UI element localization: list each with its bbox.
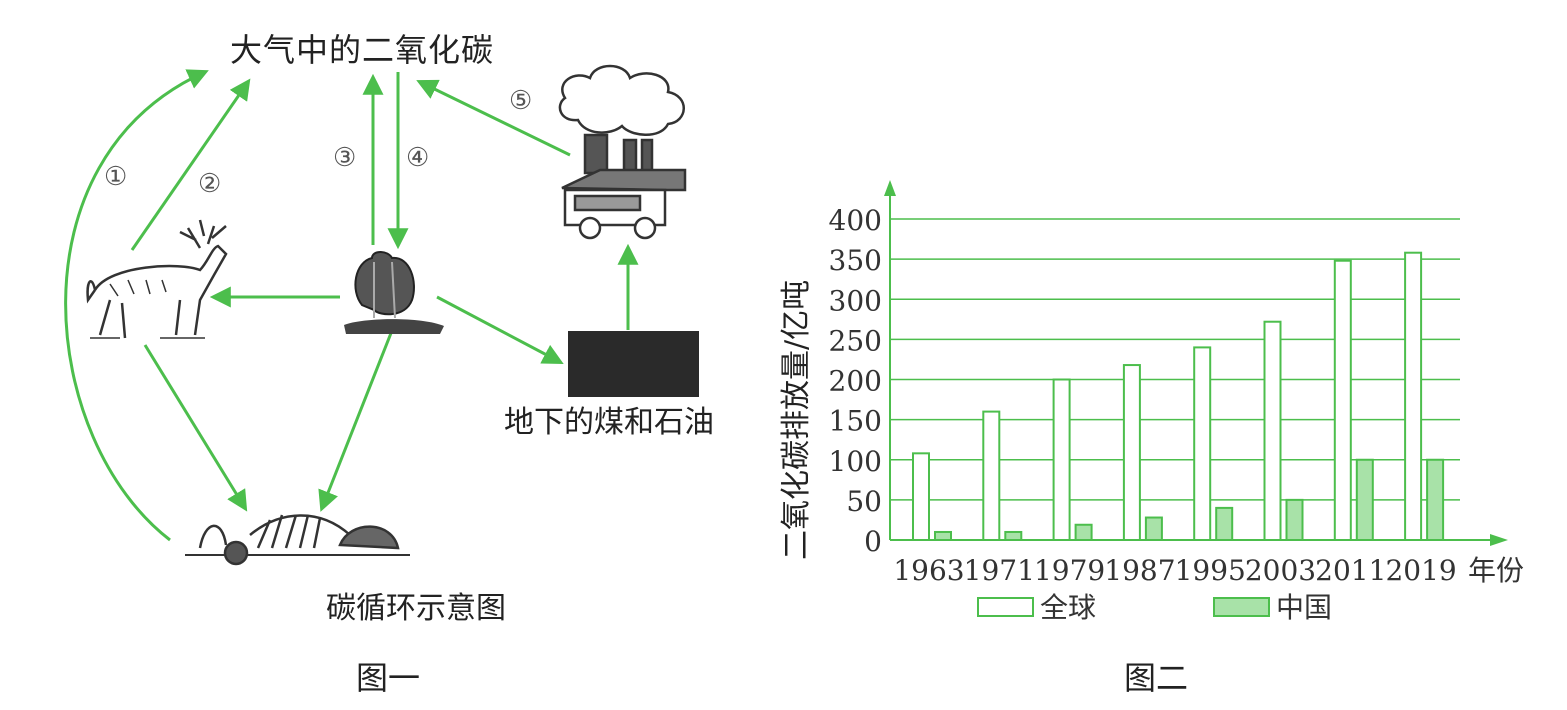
x-tick-label: 1971 <box>964 554 1035 587</box>
y-tick-label: 0 <box>864 525 882 558</box>
bar-china <box>1355 458 1374 541</box>
remains-icon <box>185 514 410 566</box>
bar-china <box>1004 530 1023 541</box>
y-tick-label: 100 <box>829 445 882 478</box>
carbon-cycle-diagram <box>64 64 699 566</box>
y-tick-label: 150 <box>829 405 882 438</box>
y-tick-label: 350 <box>829 244 882 277</box>
plant-icon <box>344 251 444 334</box>
x-tick-label: 1987 <box>1104 554 1175 587</box>
process-number-1: ① <box>104 162 128 192</box>
arrow-deer-to-remains <box>143 344 248 512</box>
x-tick-label: 1979 <box>1034 554 1105 587</box>
bar-global <box>1052 378 1071 541</box>
bar-global <box>982 410 1001 541</box>
y-axis-label: 二氧化碳排放量/亿吨 <box>779 279 814 560</box>
arrow-plant-to-remains <box>318 327 395 512</box>
x-tick-label: 2011 <box>1315 554 1386 587</box>
bar-global <box>912 452 930 541</box>
arrow-factory-to-atmosphere <box>416 79 571 157</box>
arrow-deer-to-atmosphere <box>130 78 251 251</box>
process-number-5: ⑤ <box>509 86 533 116</box>
bar-china <box>1215 506 1234 541</box>
arrow-plant-to-coal <box>436 295 564 364</box>
bar-global <box>1404 251 1423 542</box>
bar-global <box>1333 259 1352 541</box>
process-number-2: ② <box>198 169 222 199</box>
process-number-4: ④ <box>406 143 430 173</box>
process-number-3: ③ <box>333 143 357 173</box>
bar-global <box>1193 346 1212 541</box>
x-tick-label: 1995 <box>1175 554 1246 587</box>
coal-block-icon <box>568 331 699 397</box>
bar-global <box>1122 364 1141 541</box>
bar-global <box>1263 320 1282 541</box>
y-tick-label: 250 <box>829 324 882 357</box>
x-axis-label: 年份 <box>1468 554 1524 587</box>
y-tick-label: 400 <box>829 204 882 237</box>
atmosphere-co2-label: 大气中的二氧化碳 <box>230 31 495 69</box>
legend-swatch <box>1213 597 1270 617</box>
bar-china <box>1074 523 1093 542</box>
bar-china <box>1285 498 1304 541</box>
x-tick-label: 2003 <box>1245 554 1316 587</box>
bar-china <box>1426 458 1445 541</box>
y-axis-arrow <box>884 180 896 196</box>
y-tick-label: 200 <box>829 365 882 398</box>
figure1-title: 图一 <box>356 659 421 697</box>
bar-china <box>934 530 952 541</box>
y-tick-label: 300 <box>829 284 882 317</box>
figure2-title: 图二 <box>1124 659 1189 697</box>
legend-label: 全球 <box>1040 591 1096 624</box>
legend-label: 中国 <box>1276 591 1332 624</box>
bar-china <box>1144 516 1163 542</box>
x-tick-label: 1963 <box>893 554 964 587</box>
fossil-fuel-label: 地下的煤和石油 <box>504 405 714 440</box>
factory-icon <box>558 64 687 240</box>
deer-icon <box>86 219 228 339</box>
x-tick-label: 2019 <box>1385 554 1456 587</box>
arrow-remains-to-atmosphere <box>64 69 209 542</box>
y-tick-label: 50 <box>846 485 882 518</box>
diagram-caption: 碳循环示意图 <box>326 591 506 626</box>
x-axis-arrow <box>1490 534 1508 546</box>
legend-swatch <box>977 597 1034 617</box>
